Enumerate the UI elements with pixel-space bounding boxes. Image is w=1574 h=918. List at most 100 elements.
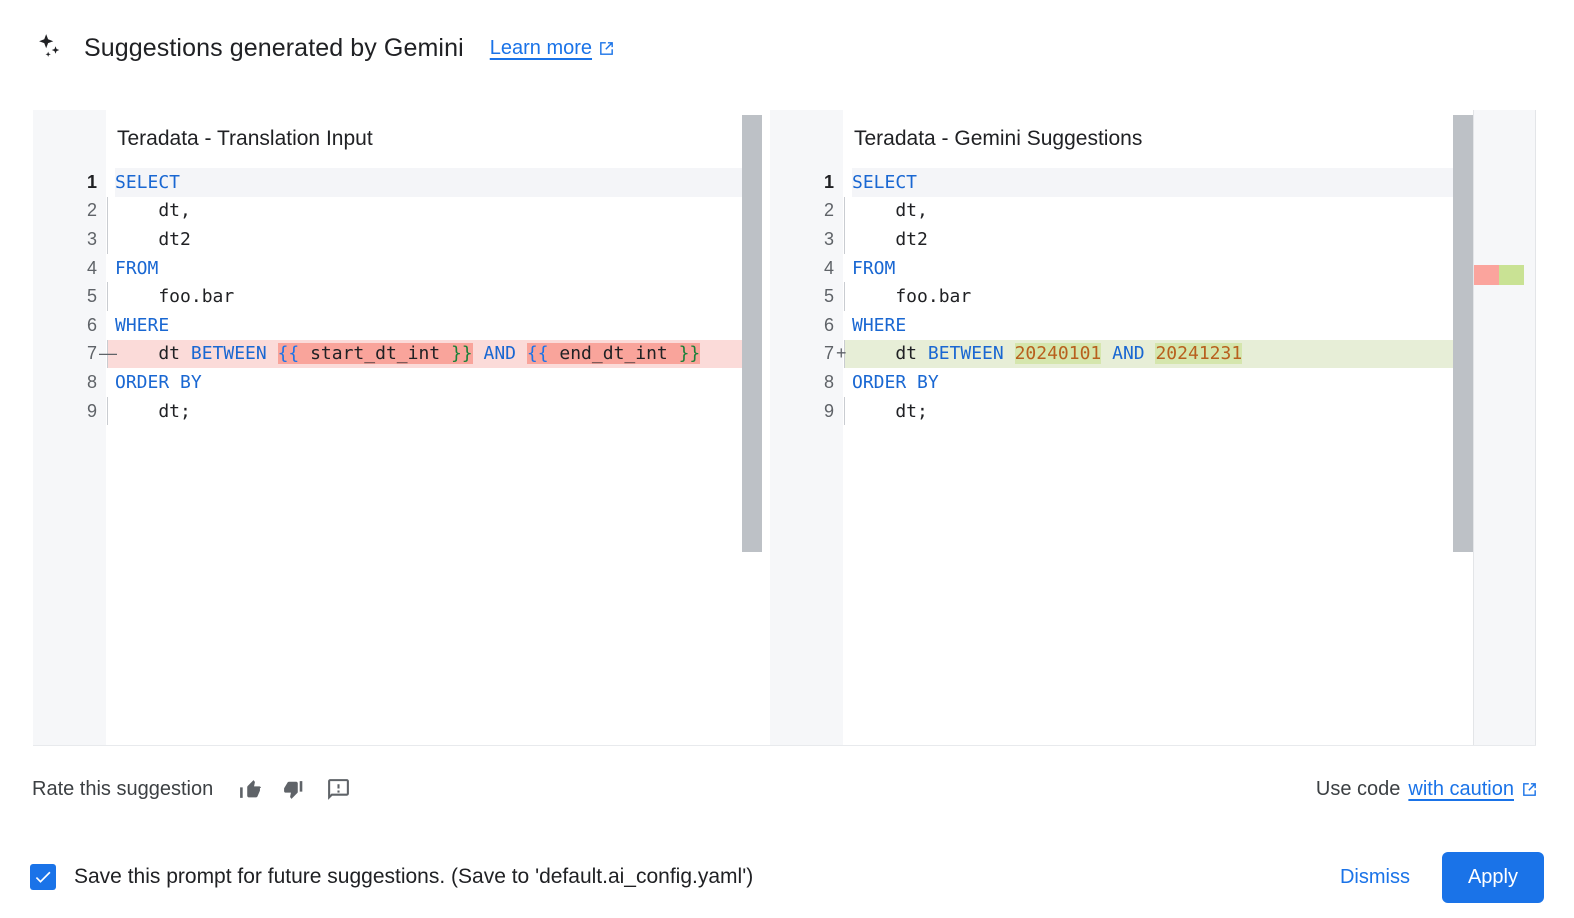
line-number: 9 [823,400,834,421]
code-token: dt, [852,200,928,222]
overview-deleted-marker [1474,265,1499,285]
report-icon[interactable] [323,774,353,804]
code-token: foo.bar [115,286,235,308]
code-text: SELECT [852,172,917,193]
code-line[interactable]: 3 dt2 [770,225,1473,254]
indent-guide [107,396,108,426]
right-vertical-scrollbar-thumb[interactable] [1453,115,1473,552]
left-pane-title: Teradata - Translation Input [117,127,373,150]
code-text: dt2 [115,229,191,250]
footer-buttons: Dismiss Apply [1322,851,1544,903]
code-line[interactable]: 9 dt; [770,396,1473,426]
use-code-caution: Use code with caution [1316,778,1538,801]
apply-button[interactable]: Apply [1441,851,1544,903]
diff-bottom-divider [33,745,1536,746]
code-text: dt BETWEEN 20240101 AND 20241231 [852,343,1243,365]
thumb-down-icon[interactable] [279,774,309,804]
code-text: ORDER BY [852,372,939,393]
learn-more-link[interactable]: Learn more [490,37,615,60]
code-line[interactable]: 5 foo.bar [33,282,762,311]
code-token: SELECT [115,171,181,193]
thumb-up-icon[interactable] [235,774,265,804]
learn-more-label: Learn more [489,36,593,59]
rate-icon-group [235,774,353,804]
code-text: dt, [115,200,191,221]
with-caution-link[interactable]: with caution [1408,778,1538,801]
use-code-label: Use code [1315,777,1401,800]
code-line-background [115,168,762,197]
code-token: dt2 [852,228,928,250]
indent-guide [107,282,108,311]
rate-suggestion-label: Rate this suggestion [32,777,214,800]
code-token: 20241231 [1155,343,1243,365]
code-token: end_dt_int [548,343,679,365]
line-number: 2 [86,200,97,221]
save-prompt-checkbox[interactable] [30,864,56,890]
code-line[interactable]: 3 dt2 [33,225,762,254]
code-text: dt; [852,401,928,422]
code-text: dt, [852,200,928,221]
line-number: 3 [86,228,97,249]
code-token: SELECT [852,171,918,193]
code-line[interactable]: 9 dt; [33,396,762,426]
code-line[interactable]: 7— dt BETWEEN {{ start_dt_int }} AND {{ … [33,339,762,369]
code-text: SELECT [115,172,180,193]
dismiss-button[interactable]: Dismiss [1322,854,1428,901]
code-line[interactable]: 8 ORDER BY [33,368,762,397]
line-number: 5 [823,286,834,307]
code-line-background [852,168,1473,197]
code-text: dt2 [852,229,928,250]
code-token [516,343,527,364]
gemini-sparkle-icon [32,31,66,65]
indent-guide [844,225,845,254]
code-line[interactable]: 2 dt, [33,196,762,226]
code-token [267,343,278,364]
right-gutter-background [770,110,843,746]
line-number: 6 [823,314,834,335]
code-token: AND [1112,343,1145,365]
code-token: }} [678,343,701,365]
code-token: 20240101 [1014,343,1102,365]
code-token: foo.bar [852,286,972,308]
line-number: 5 [86,286,97,307]
code-token: }} [450,343,473,365]
code-token: {{ [526,343,549,365]
code-token: dt; [115,400,191,422]
code-token: FROM [115,257,159,279]
code-line[interactable]: 8 ORDER BY [770,368,1473,397]
code-token: WHERE [852,314,907,336]
indent-guide [844,339,845,369]
suggestions-header: Suggestions generated by Gemini Learn mo… [0,0,1574,96]
code-token: ORDER BY [115,371,202,393]
indent-guide [107,225,108,254]
left-vertical-scrollbar-thumb[interactable] [742,115,762,552]
line-number: 2 [823,200,834,221]
line-number: 8 [823,371,834,392]
code-token: dt [115,343,191,365]
code-token: ORDER BY [852,371,939,393]
code-text: WHERE [852,315,906,336]
indent-guide [844,282,845,311]
code-text: FROM [115,258,158,279]
code-line[interactable]: 6 WHERE [770,311,1473,340]
code-line[interactable]: 5 foo.bar [770,282,1473,311]
overview-ruler[interactable] [1473,110,1536,746]
code-token: dt [852,343,928,365]
diff-marker: + [836,343,847,364]
code-line[interactable]: 7+ dt BETWEEN 20240101 AND 20241231 [770,339,1473,369]
line-number: 8 [86,371,97,392]
with-caution-label: with caution [1408,777,1514,800]
code-token: dt, [115,200,191,222]
indent-guide [107,196,108,226]
code-token: {{ [277,343,300,365]
line-number: 4 [823,257,834,278]
code-token: AND [483,343,517,365]
code-line[interactable]: 2 dt, [770,196,1473,226]
